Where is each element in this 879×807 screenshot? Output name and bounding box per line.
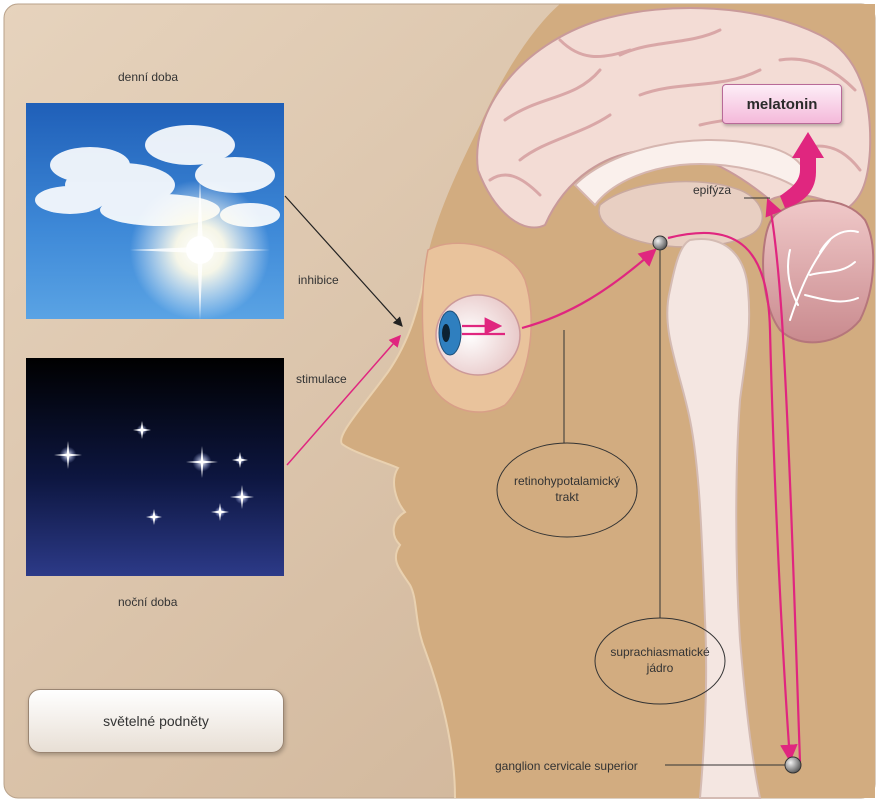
melatonin-arrow — [780, 132, 824, 208]
retino-line-2: trakt — [555, 490, 579, 504]
ganglion-node — [784, 756, 802, 774]
sun-icon — [130, 180, 270, 320]
neural-pathway — [462, 197, 802, 763]
label-day: denní doba — [118, 70, 179, 84]
star-icon — [230, 485, 254, 509]
supra-line-2: jádro — [646, 661, 674, 675]
night-sky-panel — [26, 358, 284, 576]
retinohypothalamic-label: retinohypotalamický trakt — [497, 443, 637, 537]
supra-bubble — [594, 617, 726, 705]
label-ganglion: ganglion cervicale superior — [495, 759, 638, 773]
star-icon — [54, 441, 82, 469]
ascending-pathway — [765, 197, 802, 763]
suprachiasmatic-node — [652, 235, 668, 251]
light-stimuli-label: světelné podněty — [103, 713, 209, 729]
retinohypothalamic-pathway — [521, 248, 657, 330]
retino-bubble — [496, 442, 638, 538]
retino-line-1: retinohypotalamický — [513, 474, 621, 489]
melatonin-label: melatonin — [746, 95, 818, 113]
inhibition-arrow — [284, 195, 403, 327]
star-icon — [146, 509, 162, 525]
face-outline — [340, 269, 456, 799]
melatonin-box: melatonin — [722, 84, 842, 124]
star-icon — [186, 446, 218, 478]
stars — [54, 421, 254, 525]
label-inhibition: inhibice — [298, 273, 339, 287]
star-icon — [211, 503, 229, 521]
star-icon — [133, 421, 151, 439]
cerebellum-arbor — [787, 230, 859, 321]
pupil — [442, 324, 450, 342]
label-epiphysis: epifýza — [693, 183, 732, 197]
descending-pathway — [667, 231, 798, 763]
stimulation-arrow — [286, 334, 401, 466]
label-stimulation: stimulace — [296, 372, 347, 386]
label-night: noční doba — [118, 595, 178, 609]
supra-line-1: suprachiasmatické — [610, 645, 710, 660]
star-icon — [232, 452, 248, 468]
cerebellum — [762, 199, 875, 344]
thalamus — [598, 180, 764, 248]
light-stimuli-box: světelné podněty — [28, 689, 284, 753]
brainstem — [666, 238, 762, 799]
suprachiasmatic-label: suprachiasmatické jádro — [595, 618, 725, 704]
